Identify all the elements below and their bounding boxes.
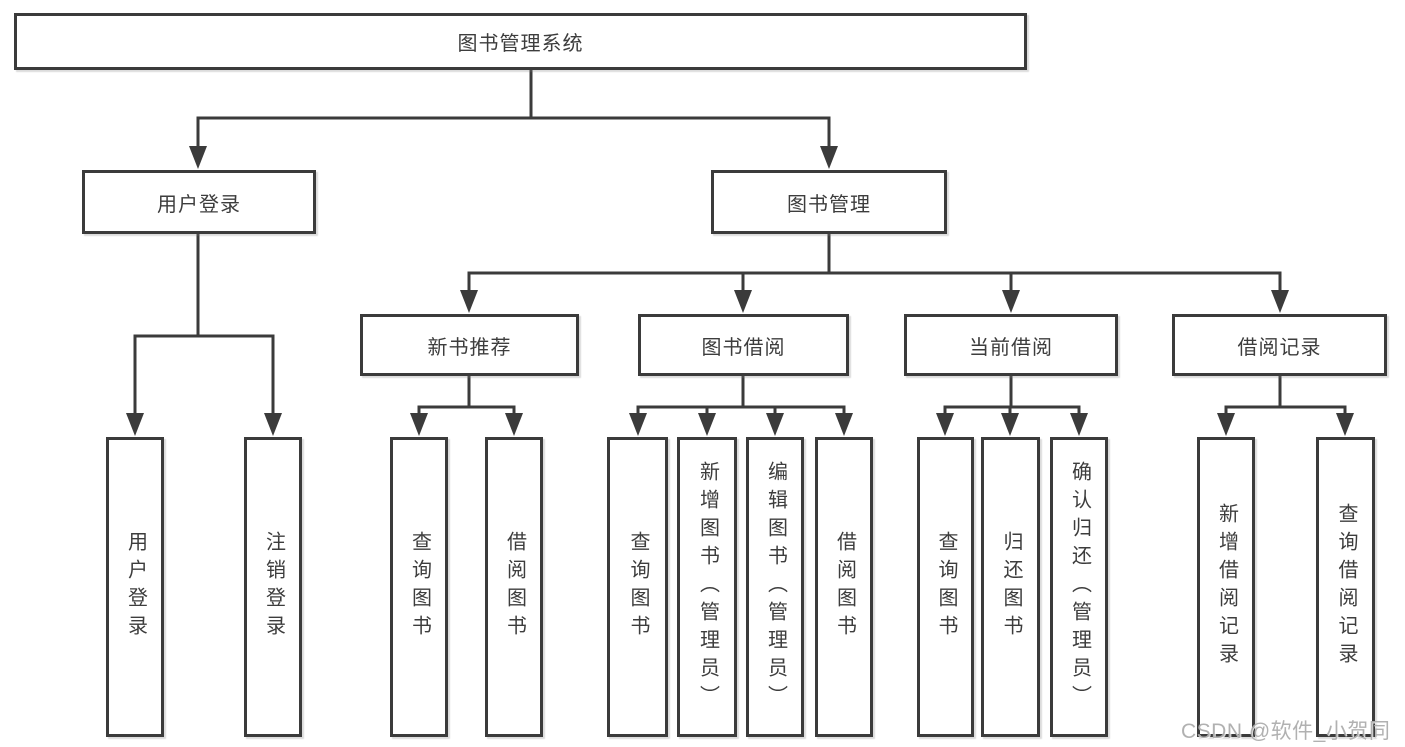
- arrowhead-down: [410, 413, 428, 436]
- node-book-borrowing: 图书借阅: [638, 314, 849, 376]
- node-label: 图书借阅: [701, 336, 786, 359]
- node-label: 确认归还（管理员）: [1068, 461, 1091, 713]
- node-current-borrowing: 当前借阅: [904, 314, 1118, 376]
- node-label: 查询图书: [935, 531, 957, 643]
- node-label: 当前借阅: [969, 336, 1053, 359]
- arrowhead-down: [264, 413, 282, 436]
- node-borrow-books-recommend: 借阅图书: [485, 437, 543, 737]
- arrowhead-down: [734, 290, 752, 313]
- node-logout: 注销登录: [244, 437, 302, 737]
- node-borrow-books: 借阅图书: [815, 437, 873, 737]
- node-user-login: 用户登录: [82, 170, 316, 234]
- arrowhead-down: [1271, 290, 1289, 313]
- node-label: 查询图书: [627, 531, 649, 643]
- arrowhead-down: [1336, 413, 1354, 436]
- node-return-books: 归还图书: [981, 437, 1040, 737]
- node-book-management: 图书管理: [711, 170, 947, 234]
- arrowhead-down: [1001, 413, 1019, 436]
- csdn-watermark: CSDN @软件_小贺同学: [1181, 720, 1391, 743]
- node-add-borrow-record: 新增借阅记录: [1197, 437, 1255, 737]
- node-label: 注销登录: [262, 531, 285, 643]
- node-label: 归还图书: [1000, 531, 1022, 643]
- arrowhead-down: [835, 413, 853, 436]
- arrowhead-down: [698, 413, 716, 436]
- node-query-borrow-record: 查询借阅记录: [1316, 437, 1375, 737]
- node-label: 图书管理: [787, 193, 871, 216]
- node-label: 新增图书（管理员）: [696, 461, 719, 713]
- node-edit-books-admin: 编辑图书（管理员）: [746, 437, 804, 737]
- node-query-books-recommend: 查询图书: [390, 437, 448, 737]
- node-borrowing-records: 借阅记录: [1172, 314, 1387, 376]
- arrowhead-down: [126, 413, 144, 436]
- node-label: 编辑图书（管理员）: [764, 461, 787, 713]
- node-label: 新增借阅记录: [1215, 503, 1238, 671]
- arrowhead-down: [1217, 413, 1235, 436]
- arrowhead-down: [1002, 290, 1020, 313]
- arrowhead-down: [189, 146, 207, 169]
- arrowhead-down: [460, 290, 478, 313]
- node-label: 借阅图书: [503, 531, 526, 643]
- arrowhead-down: [766, 413, 784, 436]
- node-label: 用户登录: [157, 193, 241, 216]
- node-confirm-return-admin: 确认归还（管理员）: [1050, 437, 1108, 737]
- arrowhead-down: [629, 413, 647, 436]
- arrowhead-down: [505, 413, 523, 436]
- node-label: 借阅记录: [1237, 336, 1322, 359]
- node-library-management-system: 图书管理系统: [14, 13, 1027, 70]
- node-label: 查询图书: [408, 531, 431, 643]
- node-add-books-admin: 新增图书（管理员）: [677, 437, 737, 737]
- node-query-books-borrowing: 查询图书: [607, 437, 668, 737]
- node-label: 用户登录: [124, 531, 147, 643]
- arrowhead-down: [1070, 413, 1088, 436]
- node-user-login-action: 用户登录: [106, 437, 164, 737]
- node-label: 借阅图书: [833, 531, 856, 643]
- arrowhead-down: [936, 413, 954, 436]
- node-query-books-current: 查询图书: [917, 437, 974, 737]
- node-label: 查询借阅记录: [1335, 503, 1357, 671]
- node-label: 图书管理系统: [457, 33, 584, 55]
- arrowhead-down: [820, 146, 838, 169]
- node-new-book-recommendation: 新书推荐: [360, 314, 579, 376]
- node-label: 新书推荐: [427, 336, 512, 359]
